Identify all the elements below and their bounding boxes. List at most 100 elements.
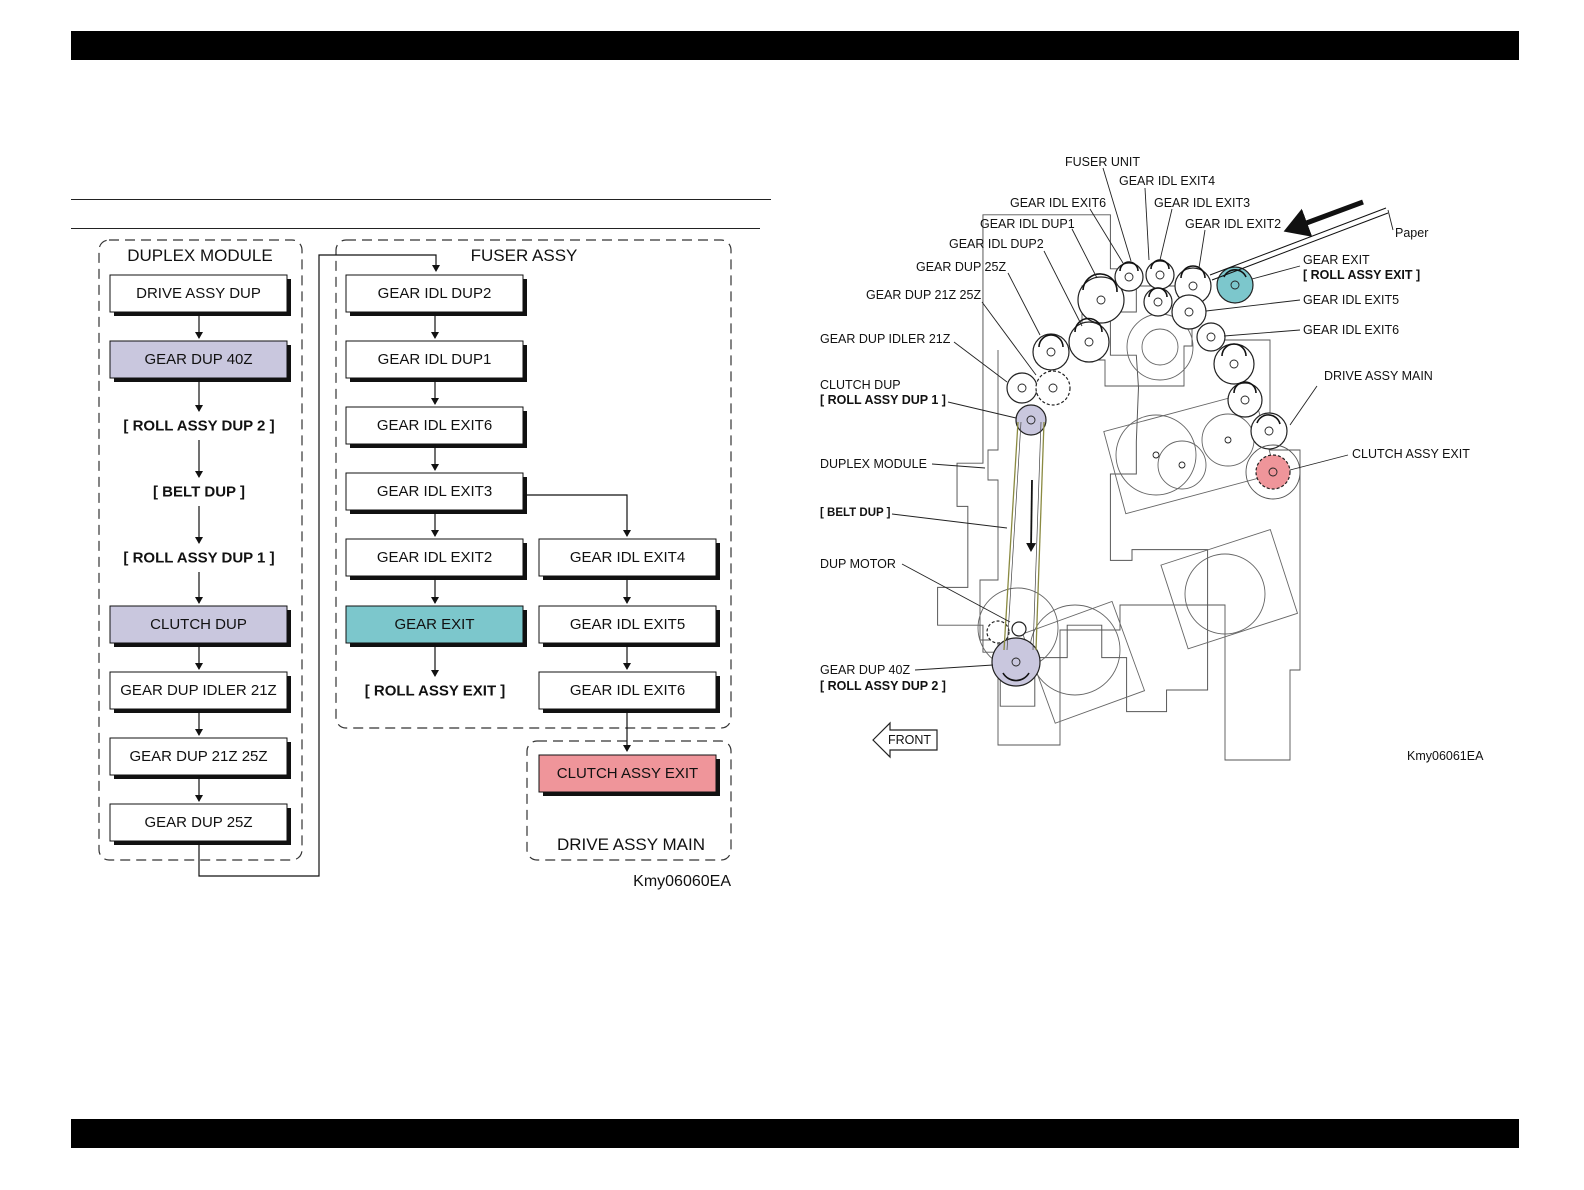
fuser-roll-core (1141, 328, 1179, 366)
fuser-assy-title: FUSER ASSY (471, 246, 578, 265)
label-gear-idl-exit6: GEAR IDL EXIT6 (1010, 196, 1106, 210)
label-roll-assy-dup-1: [ ROLL ASSY DUP 1 ] (820, 393, 946, 407)
box-gear-exit-label: GEAR EXIT (394, 616, 474, 633)
label-gear-idl-dup1: GEAR IDL DUP1 (980, 217, 1075, 231)
label-duplex-module: DUPLEX MODULE (820, 457, 927, 471)
paper-path-line (1209, 207, 1387, 276)
duplex-module-title: DUPLEX MODULE (127, 246, 272, 265)
gear-idl-exit4-icon (1145, 260, 1175, 290)
box-gear-dup-21z-25z (109, 737, 288, 776)
belt-direction-arrow (1026, 479, 1037, 552)
gear-layout-illustration: FRONT FUSER UNIT GEAR IDL EXIT4 GEAR IDL… (820, 155, 1484, 763)
gear-idl-exit5-icon (1171, 294, 1207, 330)
flow-figure-id: Kmy06060EA (633, 873, 731, 890)
label-gear-idl-exit4: GEAR IDL EXIT4 (1119, 174, 1215, 188)
drive-block-b (1160, 529, 1299, 650)
box-gear-dup-21z-25z-label: GEAR DUP 21Z 25Z (129, 748, 267, 765)
gear-dup-idler-21z-icon (1006, 372, 1038, 404)
frame-outline (937, 214, 1209, 713)
label-gear-idl-exit3: GEAR IDL EXIT3 (1154, 196, 1250, 210)
label-gear-idl-exit2: GEAR IDL EXIT2 (1185, 217, 1281, 231)
paper-feed-arrow (1283, 199, 1364, 237)
label-roll-assy-exit: [ ROLL ASSY EXIT ] (365, 683, 506, 700)
label-roll-assy-dup-2: [ ROLL ASSY DUP 2 ] (820, 679, 946, 693)
dup-motor-gear-icon (986, 620, 1010, 644)
box-gear-idl-dup2 (345, 274, 524, 313)
fuser-assy-group (335, 239, 732, 729)
gear-chain-c-icon (1250, 412, 1288, 450)
clutch-assy-exit-icon (1255, 454, 1291, 490)
box-gear-idl-exit4 (538, 538, 717, 577)
label-gear-idl-dup2: GEAR IDL DUP2 (949, 237, 1044, 251)
label-roll-assy-exit: [ ROLL ASSY EXIT ] (1303, 268, 1420, 282)
label-gear-idl-exit6-right: GEAR IDL EXIT6 (1303, 323, 1399, 337)
gear-idl-dup1-icon (1077, 276, 1125, 324)
label-gear-exit: GEAR EXIT (1303, 253, 1370, 267)
dup-motor-pinion-icon (1011, 621, 1027, 637)
box-gear-idl-exit5 (538, 605, 717, 644)
box-gear-idl-exit6-a (345, 406, 524, 445)
label-roll-assy-dup-2: [ ROLL ASSY DUP 2 ] (123, 418, 274, 435)
main-gear-outline-a (1115, 414, 1197, 496)
connector-duplex-to-fuser (198, 254, 440, 877)
gear-chain-b-icon (1227, 382, 1263, 418)
box-clutch-dup-label: CLUTCH DUP (150, 616, 247, 633)
box-gear-idl-exit2 (345, 538, 524, 577)
section-rule-bottom (71, 228, 760, 229)
box-gear-idl-dup2-label: GEAR IDL DUP2 (378, 285, 492, 302)
box-gear-dup-25z (109, 803, 288, 842)
section-rule-top (71, 199, 771, 200)
illustration-figure-id: Kmy06061EA (1407, 749, 1484, 763)
box-gear-idl-exit3-label: GEAR IDL EXIT3 (377, 483, 492, 500)
drive-flow-diagram: DUPLEX MODULE FUSER ASSY DRIVE ASSY MAIN… (98, 239, 732, 890)
drive-gear-outline-b (1184, 553, 1266, 635)
box-gear-idl-exit6-b (538, 671, 717, 710)
gear-idl-exit3-icon (1143, 287, 1173, 317)
drive-block-a (1022, 600, 1146, 724)
box-gear-idl-exit5-label: GEAR IDL EXIT5 (570, 616, 685, 633)
label-dup-motor: DUP MOTOR (820, 557, 896, 571)
header-bar (71, 31, 1519, 60)
drive-gear-outline-a (1029, 604, 1121, 696)
footer-bar (71, 1119, 1519, 1148)
label-gear-dup-idler-21z: GEAR DUP IDLER 21Z (820, 332, 951, 346)
box-gear-idl-exit6-b-label: GEAR IDL EXIT6 (570, 682, 685, 699)
box-gear-dup-25z-label: GEAR DUP 25Z (144, 814, 252, 831)
label-front: FRONT (888, 733, 931, 747)
box-gear-dup-40z-label: GEAR DUP 40Z (144, 351, 252, 368)
lower-frame-outline (979, 339, 1301, 761)
box-clutch-assy-exit (538, 754, 717, 793)
box-gear-idl-exit2-label: GEAR IDL EXIT2 (377, 549, 492, 566)
label-paper: Paper (1395, 226, 1428, 240)
box-gear-idl-exit6-a-label: GEAR IDL EXIT6 (377, 417, 492, 434)
label-belt-dup: [ BELT DUP ] (820, 507, 891, 519)
box-gear-exit (345, 605, 524, 644)
drive-assy-main-title: DRIVE ASSY MAIN (557, 835, 705, 854)
belt-dup-right (1035, 421, 1045, 651)
label-gear-idl-exit5: GEAR IDL EXIT5 (1303, 293, 1399, 307)
connector-exit3-to-exit4 (523, 494, 631, 537)
label-belt-dup: [ BELT DUP ] (153, 484, 245, 501)
label-gear-dup-40z: GEAR DUP 40Z (820, 663, 910, 677)
belt-dup-left (1003, 421, 1019, 651)
box-gear-idl-dup1 (345, 340, 524, 379)
gear-idl-exit6-top-icon (1114, 262, 1144, 292)
gear-idl-exit6-right-icon (1196, 322, 1226, 352)
box-gear-idl-dup1-label: GEAR IDL DUP1 (378, 351, 492, 368)
gear-dup-40z-icon (991, 637, 1041, 687)
main-gear-outline-c (1201, 413, 1255, 467)
box-gear-dup-idler-21z (109, 671, 288, 710)
box-drive-assy-dup-label: DRIVE ASSY DUP (136, 285, 261, 302)
label-clutch-assy-exit: CLUTCH ASSY EXIT (1352, 447, 1470, 461)
duplex-module-group (98, 239, 303, 861)
label-fuser-unit: FUSER UNIT (1065, 155, 1140, 169)
main-gear-outline-b (1157, 440, 1207, 490)
clutch-dup-icon (1015, 404, 1047, 436)
label-roll-assy-dup-1: [ ROLL ASSY DUP 1 ] (123, 550, 274, 567)
clutch-assy-exit-ring-icon (1245, 444, 1301, 500)
label-gear-dup-21z-25z: GEAR DUP 21Z 25Z (866, 288, 981, 302)
label-drive-assy-main: DRIVE ASSY MAIN (1324, 369, 1433, 383)
box-clutch-dup (109, 605, 288, 644)
box-clutch-assy-exit-label: CLUTCH ASSY EXIT (557, 765, 698, 782)
box-gear-idl-exit3 (345, 472, 524, 511)
